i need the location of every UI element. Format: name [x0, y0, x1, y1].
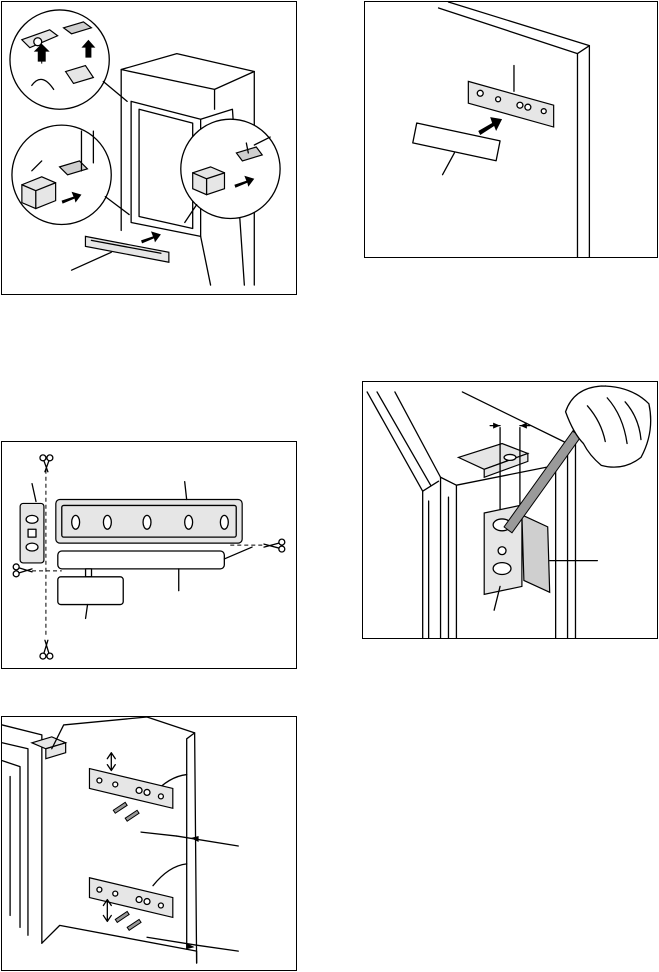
upper-hinge-bracket [89, 769, 172, 809]
cabinet-top [121, 54, 254, 90]
cabinet-door-inner [2, 761, 20, 928]
cabinet-frame-line [395, 392, 441, 638]
leader-line-small-cover [86, 605, 88, 619]
bracket-hole [496, 97, 501, 102]
leader-line-strip [72, 252, 112, 270]
figure-4-hinge-adjustment [362, 381, 658, 639]
leader-line-long-plate [185, 482, 187, 500]
sprue-connector [86, 569, 92, 577]
screw-icon [113, 802, 139, 821]
bracket-hole [113, 891, 118, 896]
door-panel-edge [448, 2, 589, 257]
slot [26, 515, 38, 523]
frame-lines [429, 497, 449, 638]
arrow-icon [493, 423, 527, 429]
hinge-bracket [468, 81, 553, 127]
vertical-distance-arrow [107, 753, 115, 771]
frame-corner [423, 481, 439, 491]
bracket-hole [517, 102, 523, 108]
bracket-hole [97, 887, 102, 892]
callout-pointer-right [185, 205, 197, 223]
bracket-hole [136, 897, 142, 903]
hinge-hole [34, 38, 42, 46]
figure-1-drawing [2, 2, 296, 294]
cabinet-frame-line [377, 392, 431, 485]
bracket-hole [541, 109, 546, 114]
arrow-icon [141, 231, 161, 243]
distance-line [177, 836, 239, 846]
figure-4-drawing [363, 382, 657, 638]
hinge-hole [498, 547, 506, 555]
hinge-slot [493, 563, 511, 575]
scissors-icon [40, 455, 53, 472]
callout-circle-right [181, 119, 280, 218]
distance-line [141, 832, 177, 836]
callout-circle-top [10, 10, 109, 109]
arrow-icon [478, 117, 502, 135]
figure-5-drawing [2, 717, 296, 970]
hinge-side-cover [522, 515, 550, 592]
vertical-distance-arrow [103, 900, 111, 922]
figure-1-hinge-cover-installation [1, 1, 297, 295]
figure-2-cover-plate-installation [364, 1, 658, 258]
cover-plate-part [58, 551, 225, 569]
callout-pointer-left [105, 197, 129, 215]
callout-pointer-top [103, 81, 127, 101]
furniture-door-edge [147, 717, 197, 963]
hinge-hole [504, 454, 516, 460]
figure-3-cutting-parts [1, 441, 297, 669]
callout-circle-left [12, 125, 111, 224]
scissors-icon [264, 539, 285, 552]
plate-slot [103, 515, 111, 529]
bracket-hole [144, 789, 150, 795]
cabinet-door-edge [2, 725, 42, 943]
small-cover-part [58, 577, 123, 605]
bracket-hole [97, 778, 102, 783]
door-panel-top [439, 8, 578, 54]
plate-slot [143, 515, 151, 529]
screw-icon [115, 911, 141, 930]
leader-line-plate [443, 153, 455, 175]
bracket-hole [525, 104, 531, 110]
cabinet-bottom [42, 925, 197, 963]
cabinet-door-inner [2, 743, 28, 935]
figure-3-drawing [2, 442, 296, 668]
sprue-connector [224, 547, 252, 559]
figure-5-bracket-mounting [1, 716, 297, 971]
slot [26, 543, 38, 551]
square-hole [28, 529, 36, 537]
bracket-hole [158, 794, 163, 799]
plate-slot [185, 515, 193, 529]
door-panel-side [577, 46, 589, 257]
furniture-door-side [187, 733, 195, 949]
lower-hinge-bracket [89, 878, 172, 918]
bracket-hole [144, 899, 150, 905]
hinge-cover-block-right [193, 167, 225, 195]
door-bottom [201, 236, 211, 285]
leader-line-hinge [32, 484, 36, 502]
figure-2-drawing [365, 2, 657, 257]
bracket-hole [113, 782, 118, 787]
bracket-hole [477, 90, 483, 96]
bracket-hole [158, 903, 163, 908]
plate-slot [72, 515, 80, 529]
scissors-icon [13, 564, 32, 577]
bracket-hole [136, 787, 142, 793]
scissors-icon [40, 640, 53, 659]
plate-slot [220, 515, 228, 529]
